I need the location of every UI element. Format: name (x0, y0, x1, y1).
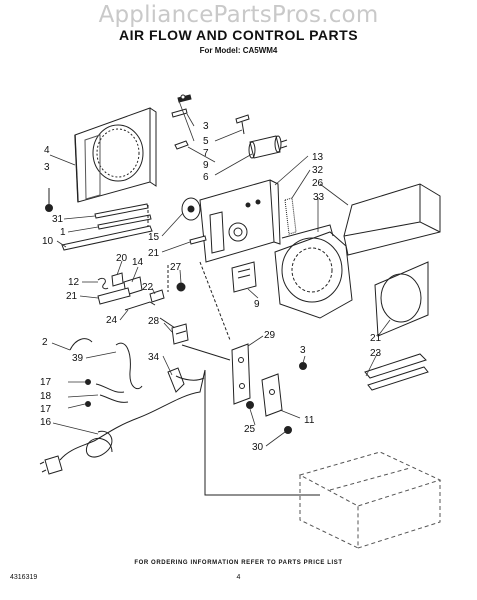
callout-labels: 4 3 31 1 10 3 5 7 9 6 13 32 26 33 15 21 … (40, 121, 382, 453)
plate-21 (97, 287, 131, 305)
connector-22 (149, 289, 165, 303)
callout-label: 5 (203, 136, 209, 147)
callout-label: 23 (370, 348, 382, 359)
leader-lines (49, 100, 391, 447)
base-pan (298, 451, 442, 549)
clips-17-18 (85, 379, 129, 407)
callout-label: 14 (132, 257, 144, 268)
harness-2 (69, 338, 93, 351)
callout-label: 31 (52, 214, 64, 225)
insulation-strip-32 (284, 197, 297, 235)
callout-label: 2 (42, 337, 48, 348)
brackets-31-1 (94, 203, 152, 230)
shaft-21 (189, 235, 207, 245)
screw-3-left (45, 188, 53, 212)
callout-label: 30 (252, 442, 264, 453)
callout-label: 21 (148, 248, 160, 259)
callout-label: 10 (42, 236, 54, 247)
wiring-lines (137, 261, 320, 496)
clip-7 (235, 114, 250, 135)
callout-label: 13 (312, 152, 324, 163)
callout-label: 9 (203, 160, 209, 171)
power-cord-16 (39, 417, 139, 475)
callout-label: 3 (300, 345, 306, 356)
callout-label: 11 (304, 415, 315, 426)
switch-8 (231, 261, 257, 293)
knob-15 (181, 197, 201, 221)
callout-label: 4 (44, 145, 50, 156)
air-duct-26 (343, 183, 441, 256)
callout-label: 25 (244, 424, 256, 435)
document-number: 4316319 (10, 574, 38, 581)
callout-label: 1 (60, 227, 66, 238)
harness-39 (115, 342, 143, 390)
screw-30 (284, 426, 292, 434)
label-19 (111, 272, 124, 287)
callout-label: 16 (40, 417, 52, 428)
callout-label: 27 (170, 262, 182, 273)
clip-5 (171, 108, 188, 118)
screw-3-right (299, 362, 307, 370)
callout-label: 9 (254, 299, 260, 310)
control-bracket (199, 179, 281, 263)
gasket-23 (364, 353, 429, 391)
callout-label: 17 (40, 404, 52, 415)
callout-label: 3 (44, 162, 50, 173)
page-title: AIR FLOW AND CONTROL PARTS (118, 27, 359, 43)
clip-9 (174, 140, 189, 150)
callout-label: 32 (312, 165, 324, 176)
screw-25 (246, 401, 254, 409)
side-panel (74, 107, 157, 203)
callout-label: 39 (72, 353, 84, 364)
screw-3-top (177, 94, 192, 103)
callout-label: 6 (203, 172, 209, 183)
rail-10 (61, 205, 153, 251)
callout-label: 22 (142, 282, 154, 293)
clip-12 (97, 277, 109, 290)
callout-label: 12 (68, 277, 80, 288)
blower-housing (274, 224, 353, 319)
screw-27 (176, 282, 186, 292)
bracket-29 (231, 343, 251, 405)
callout-label: 3 (203, 121, 209, 132)
callout-label: 33 (313, 192, 325, 203)
orifice-panel-20 (374, 261, 429, 337)
callout-label: 26 (312, 178, 324, 189)
callout-label: 29 (264, 330, 276, 341)
callout-label: 34 (148, 352, 160, 363)
callout-label: 28 (148, 316, 160, 327)
callout-label: 7 (203, 148, 209, 159)
bracket-11 (261, 373, 283, 417)
callout-label: 15 (148, 232, 160, 243)
watermark: AppliancePartsPros.com (98, 2, 379, 28)
ordering-note: FOR ORDERING INFORMATION REFER TO PARTS … (134, 560, 343, 566)
wire-24 (124, 301, 156, 311)
callout-label: 24 (106, 315, 118, 326)
callout-label: 20 (116, 253, 128, 264)
callout-label: 17 (40, 377, 52, 388)
page-number: 4 (236, 574, 241, 581)
capacitor-6 (248, 135, 288, 159)
sensor-34 (167, 367, 205, 393)
callout-label: 18 (40, 391, 52, 402)
thermostat-28 (171, 323, 189, 345)
model-subtitle: For Model: CA5WM4 (199, 46, 278, 55)
callout-label: 21 (66, 291, 78, 302)
callout-label: 21 (370, 333, 382, 344)
